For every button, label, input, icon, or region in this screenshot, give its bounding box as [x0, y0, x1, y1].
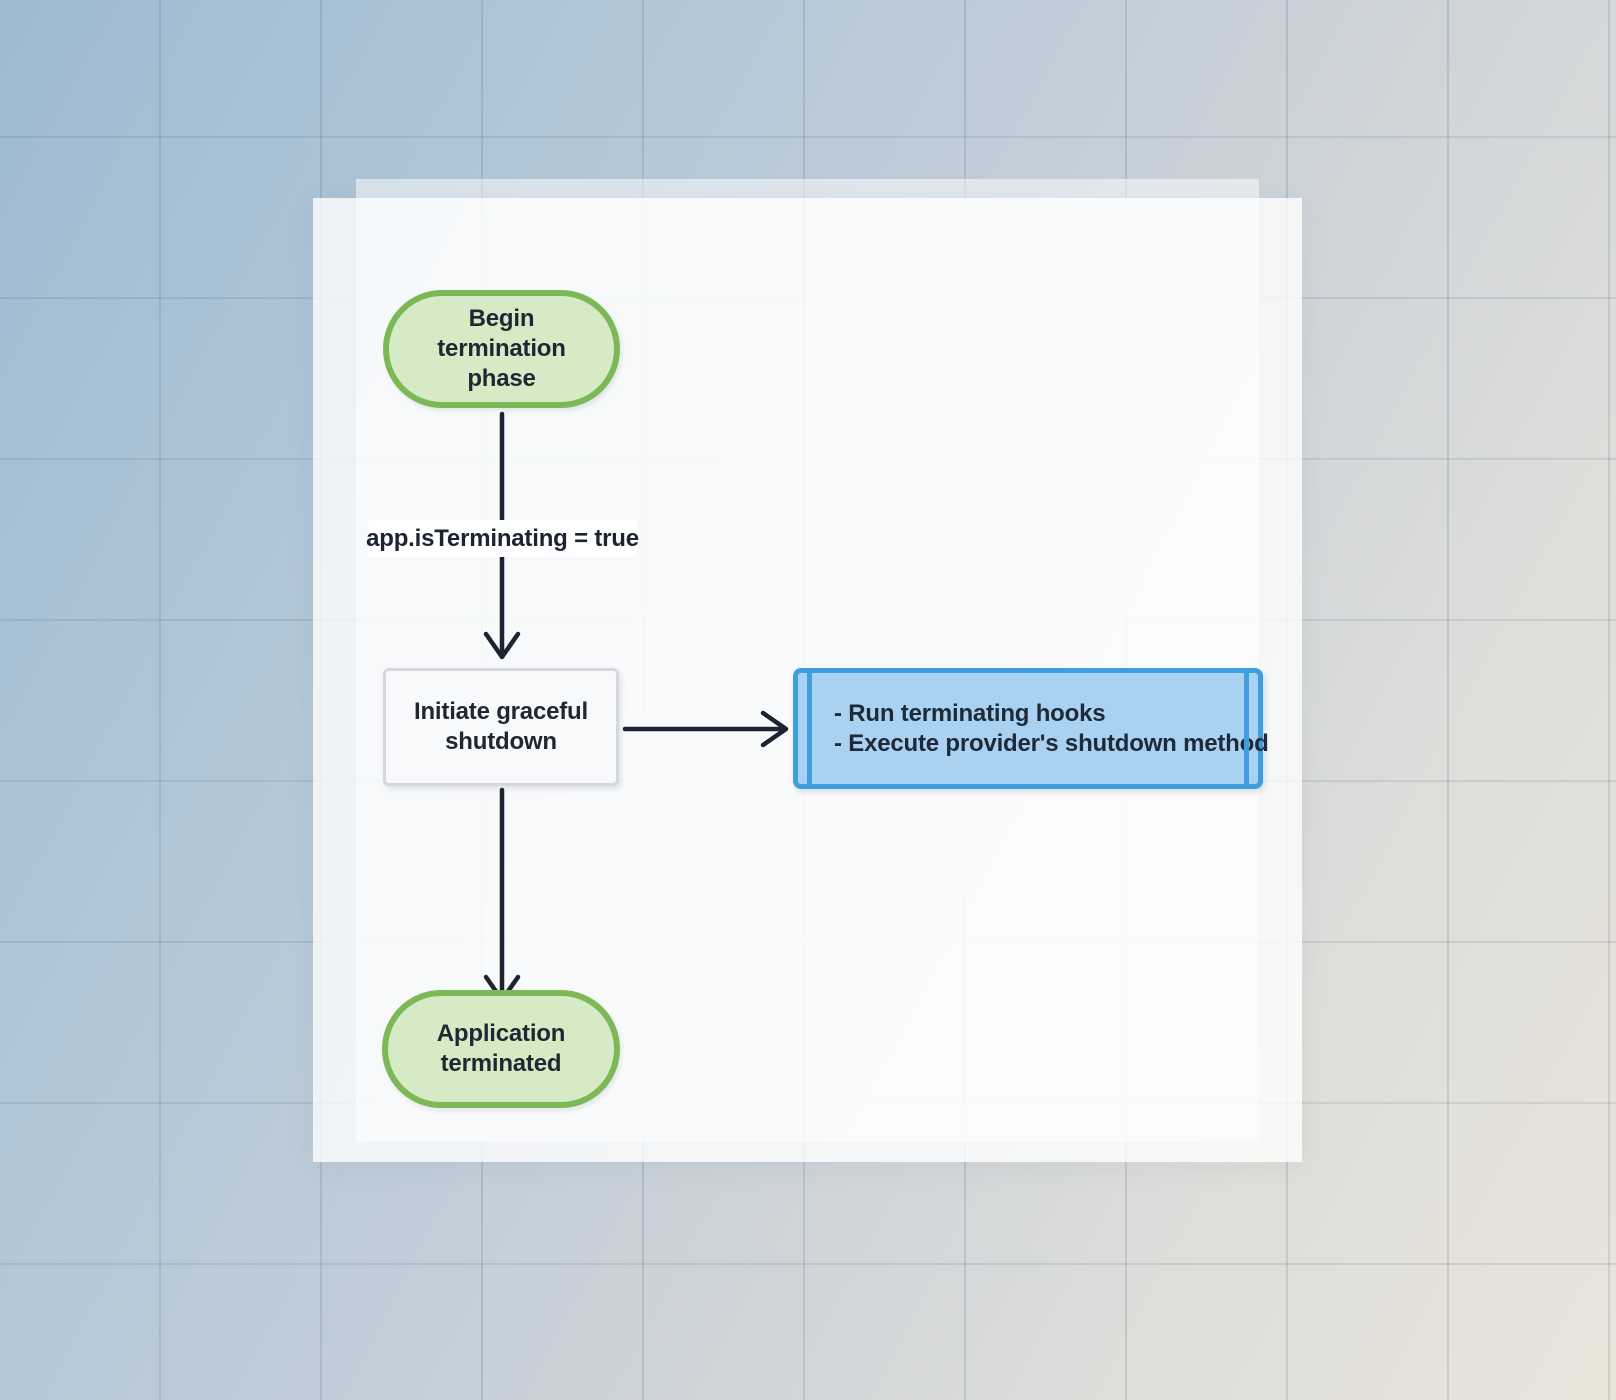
subroutine-left-bar: [807, 673, 812, 784]
node-label: Begin termination phase: [437, 305, 566, 392]
node-begin-termination-phase: Begin termination phase: [383, 290, 620, 408]
node-initiate-graceful-shutdown: Initiate graceful shutdown: [383, 668, 619, 786]
subroutine-line-2: - Execute provider's shutdown method: [834, 729, 1269, 757]
node-terminating-hooks-subroutine: - Run terminating hooks - Execute provid…: [793, 668, 1269, 789]
node-application-terminated: Application terminated: [382, 990, 620, 1108]
node-label: Application terminated: [436, 1020, 566, 1077]
node-label: Initiate graceful shutdown: [414, 698, 588, 755]
subroutine-line-1: - Run terminating hooks: [834, 699, 1106, 727]
edge-label-app-isterminating: app.isTerminating = true: [366, 520, 639, 557]
node-label: - Run terminating hooks - Execute provid…: [798, 699, 1269, 759]
subroutine-right-bar: [1244, 673, 1249, 784]
